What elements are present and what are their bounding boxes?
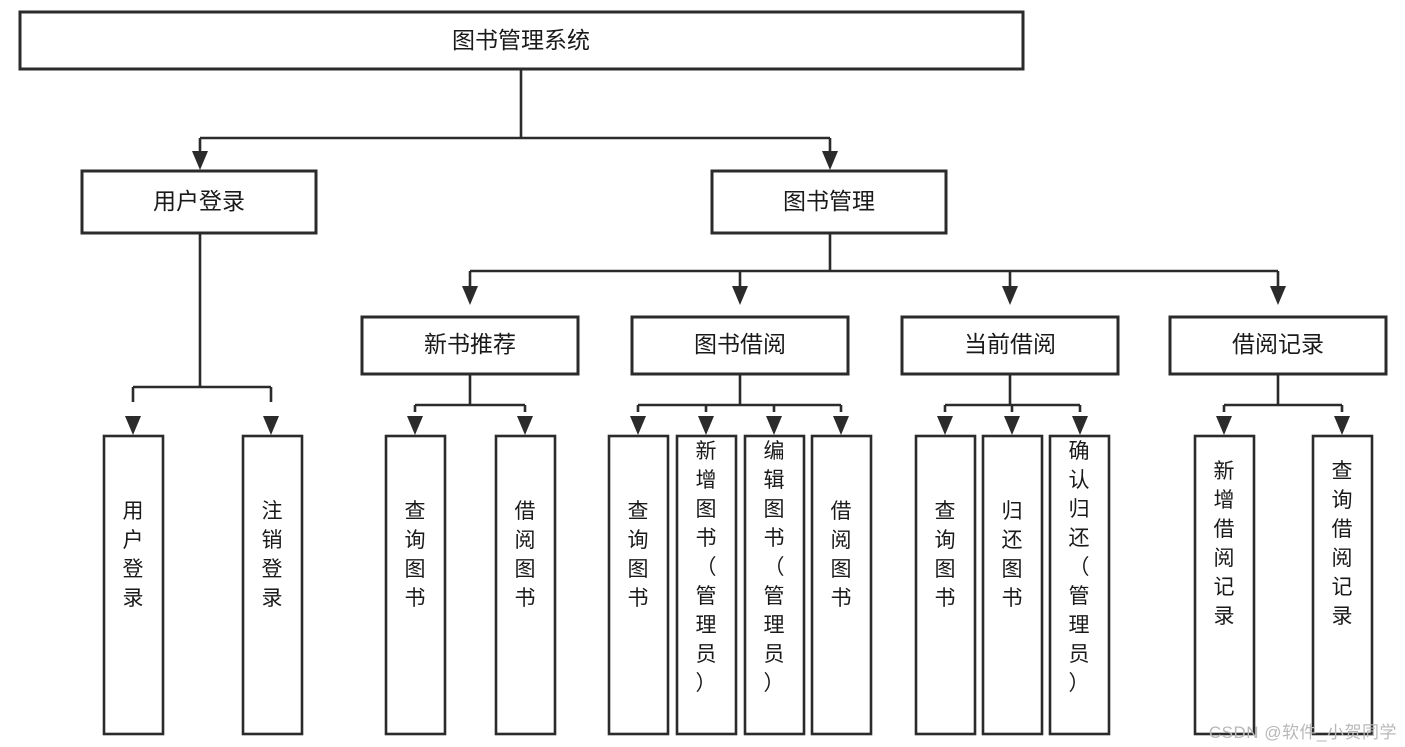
connector-book-management-to-level3: [462, 233, 1286, 305]
node-leaf-query-record[interactable]: 查询借阅记录: [1311, 434, 1374, 736]
node-borrow-record-label: 借阅记录: [1232, 331, 1324, 357]
connector-root-to-level2: [192, 69, 838, 170]
node-current-borrow-box[interactable]: [900, 315, 1120, 376]
node-leaf-return-book-box[interactable]: [981, 434, 1044, 736]
node-leaf-borrow-book-2[interactable]: 借阅图书: [810, 434, 873, 736]
node-leaf-user-login[interactable]: 用户登录: [102, 434, 165, 736]
csdn-watermark: CSDN @软件_小贺同学: [1208, 723, 1397, 742]
node-borrow-record[interactable]: 借阅记录: [1168, 315, 1388, 376]
node-new-book-recommend-label: 新书推荐: [424, 331, 516, 357]
node-user-login[interactable]: 用户登录: [80, 169, 318, 235]
node-book-borrow-label: 图书借阅: [694, 331, 786, 357]
node-leaf-query-book-1-label: 查询图书: [405, 500, 426, 610]
node-leaf-edit-book-label: 编辑图书（管理员）: [764, 440, 785, 695]
node-leaf-query-book-3-box[interactable]: [914, 434, 977, 736]
node-leaf-query-book-1-box[interactable]: [384, 434, 447, 736]
connector-book-borrow-to-leaves: [630, 375, 849, 435]
node-leaf-query-book-2-label: 查询图书: [628, 500, 649, 610]
connector-user-login-to-leaves: [125, 233, 279, 435]
node-leaf-borrow-book-2-label: 借阅图书: [831, 500, 852, 610]
node-leaf-edit-book-box[interactable]: [743, 434, 806, 736]
node-leaf-query-record-label: 查询借阅记录: [1332, 460, 1353, 628]
node-leaf-borrow-book-1-box[interactable]: [494, 434, 557, 736]
node-user-login-label: 用户登录: [153, 188, 245, 214]
node-leaf-confirm-return-box[interactable]: [1048, 434, 1111, 736]
node-leaf-confirm-return-label: 确认归还（管理员）: [1069, 440, 1090, 695]
node-book-management-label: 图书管理: [783, 188, 875, 214]
node-leaf-query-book-2-box[interactable]: [607, 434, 670, 736]
node-leaf-user-logout-label: 注销登录: [262, 500, 283, 610]
node-book-borrow-box[interactable]: [630, 315, 850, 376]
node-user-login-box[interactable]: [80, 169, 318, 235]
node-book-management[interactable]: 图书管理: [710, 169, 948, 235]
node-leaf-borrow-book-1-label: 借阅图书: [515, 500, 536, 610]
node-root-label: 图书管理系统: [452, 27, 590, 53]
node-leaf-borrow-book-2-box[interactable]: [810, 434, 873, 736]
connector-current-borrow-to-leaves: [937, 375, 1088, 435]
node-leaf-user-logout[interactable]: 注销登录: [241, 434, 304, 736]
node-leaf-query-book-3[interactable]: 查询图书: [914, 434, 977, 736]
node-leaf-add-record-box[interactable]: [1193, 434, 1256, 736]
node-leaf-query-record-box[interactable]: [1311, 434, 1374, 736]
node-current-borrow-label: 当前借阅: [964, 331, 1056, 357]
node-leaf-add-book-box[interactable]: [675, 434, 738, 736]
node-leaf-query-book-3-label: 查询图书: [935, 500, 956, 610]
node-new-book-recommend-box[interactable]: [360, 315, 580, 376]
node-book-borrow[interactable]: 图书借阅: [630, 315, 850, 376]
node-leaf-add-record-label: 新增借阅记录: [1214, 460, 1235, 628]
node-leaf-return-book[interactable]: 归还图书: [981, 434, 1044, 736]
node-leaf-user-logout-box[interactable]: [241, 434, 304, 736]
node-leaf-add-book-label: 新增图书（管理员）: [696, 440, 717, 695]
node-leaf-return-book-label: 归还图书: [1002, 500, 1023, 610]
node-root-box[interactable]: [18, 10, 1025, 71]
node-leaf-add-book[interactable]: 新增图书（管理员）: [675, 434, 738, 736]
node-leaf-add-record[interactable]: 新增借阅记录: [1193, 434, 1256, 736]
node-leaf-query-book-2[interactable]: 查询图书: [607, 434, 670, 736]
node-new-book-recommend[interactable]: 新书推荐: [360, 315, 580, 376]
node-leaf-query-book-1[interactable]: 查询图书: [384, 434, 447, 736]
node-borrow-record-box[interactable]: [1168, 315, 1388, 376]
node-leaf-edit-book[interactable]: 编辑图书（管理员）: [743, 434, 806, 736]
node-book-management-box[interactable]: [710, 169, 948, 235]
node-current-borrow[interactable]: 当前借阅: [900, 315, 1120, 376]
node-leaf-confirm-return[interactable]: 确认归还（管理员）: [1048, 434, 1111, 736]
node-leaf-user-login-box[interactable]: [102, 434, 165, 736]
connector-borrow-record-to-leaves: [1216, 375, 1350, 435]
node-leaf-borrow-book-1[interactable]: 借阅图书: [494, 434, 557, 736]
node-root[interactable]: 图书管理系统: [18, 10, 1025, 71]
connector-new-book-recommend-to-leaves: [407, 375, 533, 435]
node-leaf-user-login-label: 用户登录: [123, 500, 144, 610]
